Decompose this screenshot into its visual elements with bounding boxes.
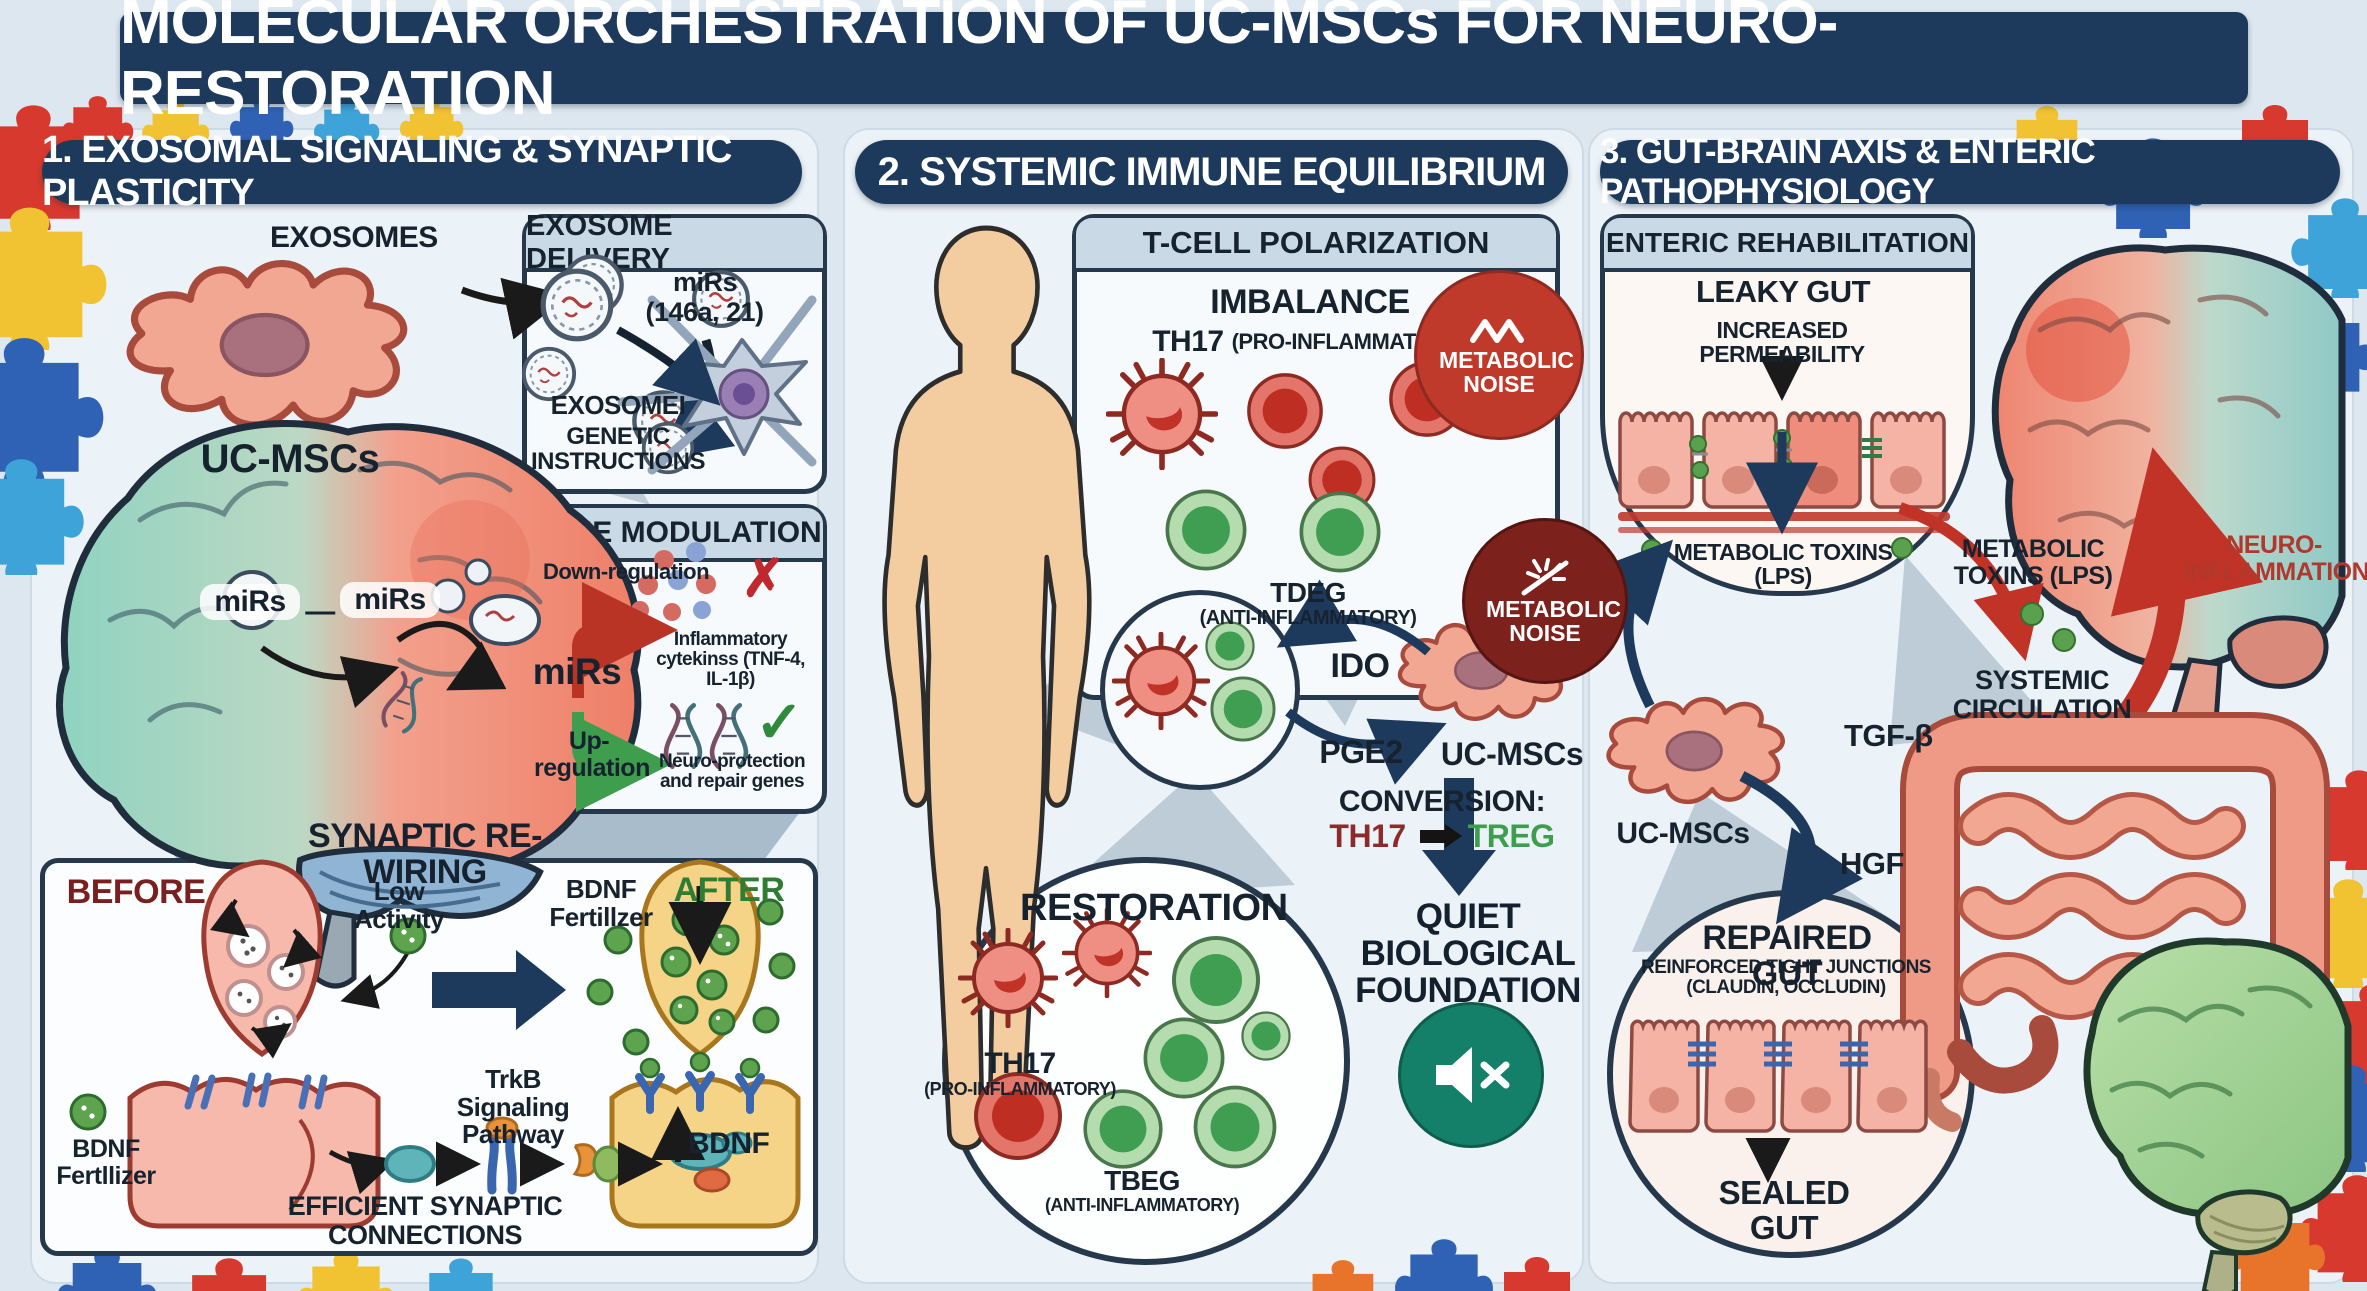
poster-title: MOLECULAR ORCHESTRATION OF UC-MSCs FOR N…	[120, 0, 1838, 128]
ucmscs-label-2: UC-MSCs	[1440, 736, 1584, 772]
delivery-caption-line2: GENETIC INSTRUCTIONS	[531, 423, 706, 476]
metabolic-noise-badge-1: METABOLIC NOISE	[1414, 270, 1584, 440]
muted-noise-icon	[1521, 557, 1569, 596]
poster-title-bar: MOLECULAR ORCHESTRATION OF UC-MSCs FOR N…	[120, 0, 2248, 128]
bdnf-fertilizer-top-label: BDNF Fertillzer	[549, 874, 653, 932]
delivery-caption-line1: EXOSOMEI	[550, 390, 686, 420]
metabolic-noise-badge-2: METABOLIC NOISE	[1462, 518, 1628, 684]
tgfb-label: TGF-β	[1844, 718, 1933, 753]
up-regulation-label: Up-regulation	[534, 727, 650, 782]
panel-2-header: 2. SYSTEMIC IMMUNE EQUILIBRIUM	[877, 149, 1547, 194]
metabolic-toxins-label: METABOLIC TOXINS (LPS)	[1953, 535, 2113, 590]
after-label: AFTER	[673, 871, 785, 909]
tdeg-sub-label: (ANTI-INFLAMMATORY)	[1199, 607, 1417, 629]
leaky-gut-label: LEAKY GUT	[1695, 274, 1871, 309]
metabolic-noise-label-2: METABOLIC NOISE	[1486, 595, 1622, 646]
restoration-title: RESTORATION	[1020, 887, 1288, 929]
restoration-tbeg-label: TBEG	[1104, 1165, 1180, 1196]
neuroprotection-genes-label: Neuro-protection and repair genes	[658, 751, 806, 793]
green-check-icon: ✓	[754, 690, 804, 755]
efficient-connections-label: EFFICIENT SYNAPTIC CONNECTIONS	[287, 1191, 563, 1250]
enteric-rehabilitation-title: ENTERIC REHABILITATION	[1606, 227, 1969, 258]
increased-permeability-label: INCREASED PERMEABILITY	[1699, 317, 1865, 368]
panel-3-header: 3. GUT-BRAIN AXIS & ENTERIC PATHOPHYSIOL…	[1600, 132, 2096, 211]
systemic-circulation-label: SYSTEMIC CIRCULATION	[1952, 665, 2132, 724]
delivery-mirs-line2: (146a, 21)	[645, 297, 764, 327]
tcell-polarization-title: T-CELL POLARIZATION	[1142, 225, 1490, 260]
inflammatory-cytokines-label: Inflammatory cytekinss (TNF-4, IL-1β)	[656, 629, 805, 691]
panel-1-header: 1. EXOSOMAL SIGNALING & SYNAPTIC PLASTIC…	[42, 129, 732, 214]
red-cross-icon: ✗	[741, 550, 785, 608]
sound-wave-icon	[1470, 318, 1524, 343]
mirs-brain-label-b: miRs	[340, 582, 440, 618]
conversion-equation: TH17 TREG	[1322, 818, 1562, 854]
metabolic-toxins-inner-label: METABOLIC TOXINS (LPS)	[1673, 539, 1893, 590]
imbalance-label: IMBALANCE	[1210, 283, 1410, 321]
bdnf-fertilizer-left-label: BDNF Fertllizer	[56, 1135, 156, 1190]
quiet-speaker-badge	[1398, 1002, 1544, 1148]
restoration-th17-sub: (PRO-INFLAMMATORY)	[924, 1079, 1116, 1099]
mirs-brain-label-a: miRs	[200, 584, 300, 620]
hgf-label: HGF	[1840, 846, 1904, 881]
conversion-arrow-icon	[1419, 824, 1462, 849]
th17-label: TH17	[1152, 325, 1224, 358]
th17-sub-label: (PRO-INFLAMMATORY)	[1231, 329, 1469, 355]
restoration-th17-label: TH17	[984, 1047, 1056, 1080]
restoration-tbeg-sub: (ANTI-INFLAMMATORY)	[1044, 1195, 1240, 1215]
delivery-mirs-line1: miRs	[672, 267, 738, 297]
exosomes-label: EXOSOMES	[270, 221, 438, 254]
metabolic-noise-label-1: METABOLIC NOISE	[1439, 346, 1575, 397]
pge2-label: PGE2	[1319, 734, 1403, 770]
mirs-dash: —	[305, 595, 335, 628]
gene-mirs-label: miRs	[532, 651, 622, 692]
conversion-label: CONVERSION:	[1338, 785, 1546, 818]
gene-modulation-title: GENE MODULATION	[527, 516, 822, 549]
conversion-th17: TH17	[1329, 818, 1406, 854]
trkb-pathway-label: TrkB Signaling Pathway	[456, 1064, 570, 1150]
down-regulation-label: Down-regulation	[542, 559, 710, 584]
low-activity-label: Low Activity	[354, 876, 444, 934]
ucmscs-label-1: UC-MSCs	[200, 437, 380, 481]
ido-label: IDO	[1330, 647, 1390, 685]
th17-proinflammatory-label: TH17 (PRO-INFLAMMATORY)	[1130, 326, 1490, 358]
before-label: BEFORE	[66, 873, 206, 911]
tight-junctions-label: REINFORCED TIGHT JUNCTIONS (CLAUDIN, OCC…	[1641, 957, 1931, 999]
tdeg-label: TDEG	[1270, 577, 1346, 608]
conversion-treg: TREG	[1467, 818, 1555, 854]
sealed-gut-label: SEALED GUT	[1718, 1174, 1850, 1246]
muted-speaker-icon	[1436, 1047, 1510, 1103]
bdnf-label: BDNF	[688, 1127, 770, 1160]
neuroinflammation-label: NEURO-INFLAMMATION	[2184, 531, 2367, 586]
quiet-foundation-label: QUIET BIOLOGICAL FOUNDATION	[1355, 897, 1581, 1011]
ucmscs-label-3: UC-MSCs	[1616, 817, 1750, 850]
